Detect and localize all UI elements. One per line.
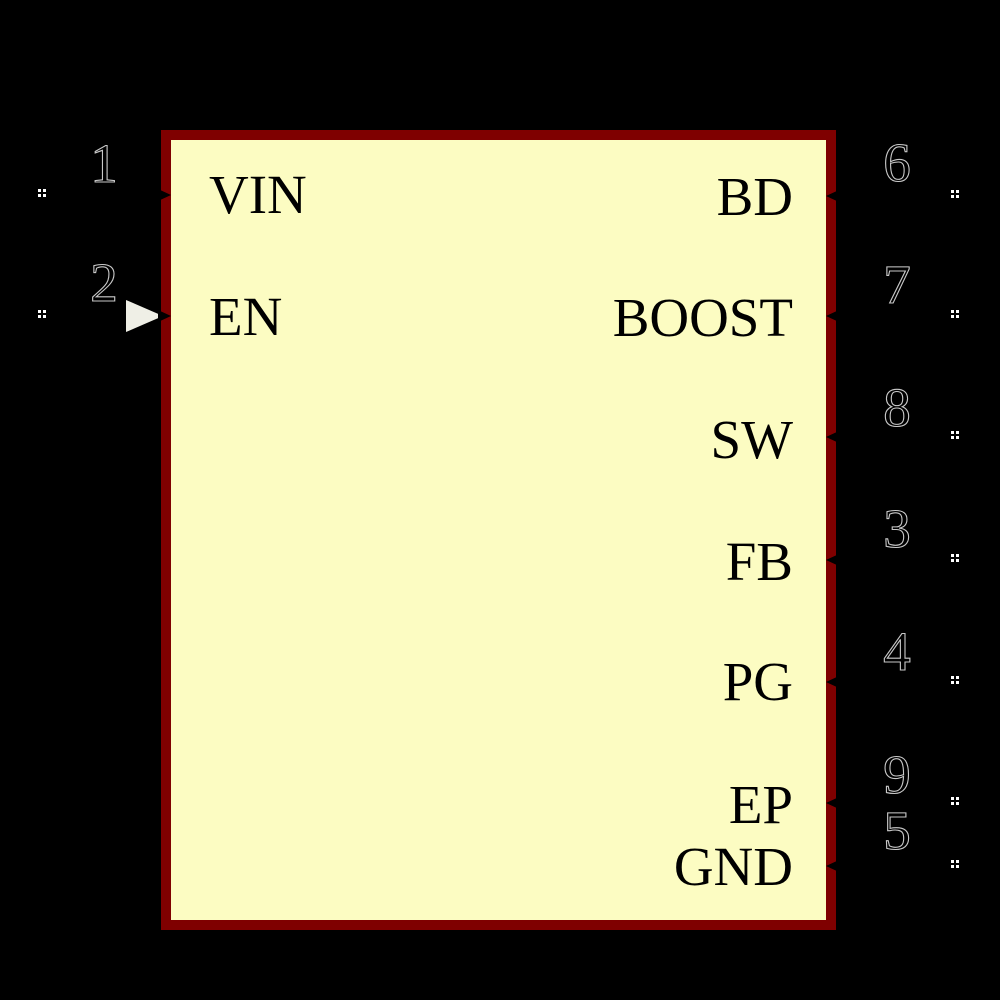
pin-end-marker-icon [951,676,959,684]
pin-number: 2 [90,251,119,313]
pin-number-text: 4 [883,621,911,682]
pin-label: VIN [209,164,307,225]
pin-end-marker-icon [951,190,959,198]
pin-number: 3 [883,497,912,559]
pin-direction-arrow-icon [826,190,839,202]
pin-direction-arrow-icon [826,797,839,809]
pin-direction-arrow-icon [826,860,839,872]
pin-number-text: 9 [883,744,911,805]
pin-end-marker-icon [951,431,959,439]
pin-label: GND [673,836,793,897]
ic-symbol-body [161,130,836,930]
pin-direction-arrow-icon [826,431,839,443]
pin-number-text: 8 [883,377,911,438]
pin-number: 4 [883,620,912,682]
pin-number-text: 7 [883,254,911,315]
pin-number-text: 1 [90,133,118,194]
pin-end-marker-icon [38,310,46,318]
pin-direction-arrow-icon [158,310,171,322]
pin-end-marker-icon [951,310,959,318]
pin-label: BD [716,166,793,227]
pin-number: 7 [883,253,912,315]
pin-number-text: 3 [883,498,911,559]
pin-number: 1 [90,132,119,194]
pin-end-marker-icon [38,189,46,197]
pin-label: EP [728,774,793,835]
pin-end-marker-icon [951,554,959,562]
pin-direction-arrow-icon [826,554,839,566]
en-input-triangle-icon [126,300,163,332]
pin-direction-arrow-icon [158,189,171,201]
pin-label: PG [722,651,793,712]
pin-direction-arrow-icon [826,676,839,688]
pin-number: 5 [883,799,912,861]
pin-number-text: 2 [90,252,118,313]
pin-end-marker-icon [951,860,959,868]
pin-number-text: 6 [883,132,911,193]
pin-label: EN [209,286,283,347]
pin-label: SW [710,409,794,470]
pin-direction-arrow-icon [826,310,839,322]
pin-number: 8 [883,376,912,438]
pin-number: 6 [883,131,912,193]
pin-end-marker-icon [951,797,959,805]
pin-label: BOOST [612,287,793,348]
pin-number: 9 [883,743,912,805]
pin-number-text: 5 [883,800,911,861]
pin-label: FB [725,531,793,592]
